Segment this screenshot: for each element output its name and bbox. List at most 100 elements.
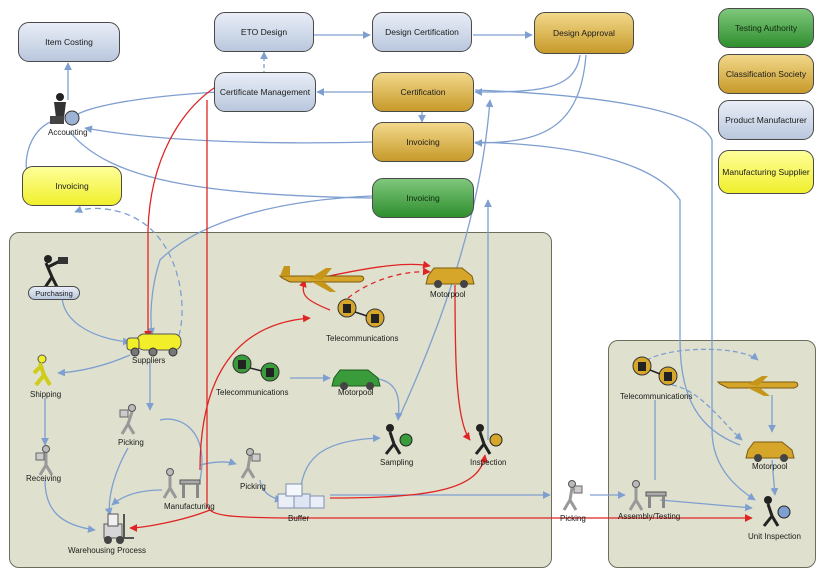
boxes-icon: [277, 483, 325, 509]
receiving-label: Receiving: [26, 474, 62, 483]
item-costing-box: Item Costing: [18, 22, 120, 62]
invoicing-gold-box: Invoicing: [372, 122, 474, 162]
box-label: Design Approval: [553, 28, 615, 38]
invoicing-green-box: Invoicing: [372, 178, 474, 218]
car-icon: [425, 267, 475, 288]
purchasing-label: Purchasing: [28, 286, 80, 300]
flow-manufacturing-to-warehouse: [111, 489, 163, 506]
legend-classification-society: Classification Society: [718, 54, 814, 94]
assembler-icon: [628, 480, 667, 511]
buffer-label: Buffer: [288, 514, 310, 523]
airplane-icon: [278, 266, 365, 292]
picker-icon: [562, 480, 583, 511]
flow-certmgmt-to-accounting: [72, 91, 218, 119]
telecom-green-label: Telecommunications: [216, 388, 289, 397]
flow-telecom-to-airplane: [639, 348, 759, 366]
telecom-gold-label: Telecommunications: [326, 334, 399, 343]
red-flows: [129, 85, 753, 532]
flow-purchasing-to-suppliers: [61, 294, 131, 346]
unit-inspection-label: Unit Inspection: [748, 532, 801, 541]
sampling-label: Sampling: [380, 458, 414, 467]
flow-invoicing-to-motorpool: [474, 141, 741, 446]
inspector-icon: [474, 424, 503, 455]
picking-left-label: Picking: [118, 438, 144, 447]
flow-manufacturing-loop: [159, 418, 203, 481]
box-label: ETO Design: [240, 27, 288, 37]
flow-suppliers-to-shipping: [57, 354, 131, 377]
flow-approval-to-invoicing: [474, 54, 587, 147]
telephone-icon: [232, 354, 280, 382]
box-label: Design Certification: [385, 27, 459, 37]
legend-label: Testing Authority: [734, 23, 798, 33]
node-label: Purchasing: [35, 288, 73, 298]
flow-to-warehouse: [129, 509, 211, 532]
flow-accounting-to-green-invoicing: [69, 131, 373, 199]
certificate-management-box: Certificate Management: [214, 72, 316, 112]
picker-icon: [119, 404, 136, 435]
legend-label: Manufacturing Supplier: [722, 167, 810, 177]
flow-telecom-to-motorpool-gold: [347, 267, 431, 299]
flow-certmgmt-to-unit-inspection: [206, 100, 753, 522]
car-icon: [745, 441, 795, 462]
box-label: Invoicing: [406, 193, 440, 203]
flow-approval-to-certification: [474, 54, 581, 96]
box-label: Item Costing: [45, 37, 93, 47]
box-label: Certificate Management: [219, 87, 311, 97]
box-label: Invoicing: [406, 137, 440, 147]
flow-picking-to-warehouse: [104, 447, 129, 516]
picker-icon: [240, 448, 261, 479]
flow-motorpool-to-inspection: [454, 284, 471, 441]
flow-buffer-to-sampling: [299, 434, 381, 501]
box-label: Certification: [400, 87, 446, 97]
picking-right-label: Picking: [560, 514, 586, 523]
inspector-icon: [384, 424, 413, 455]
picking-mid-label: Picking: [240, 482, 266, 491]
suppliers-label: Suppliers: [132, 356, 166, 365]
accounting-label: Accounting: [48, 128, 88, 137]
manufacturing-label: Manufacturing: [164, 502, 215, 511]
car-icon: [331, 369, 381, 390]
legend-label: Product Manufacturer: [725, 115, 807, 125]
flow-telecom-to-airplane: [299, 279, 331, 311]
flow-motorpool-to-unit-inspection: [770, 459, 779, 496]
flow-manufacturing-to-telecom: [199, 314, 311, 471]
flow-invoicing-to-accounting: [84, 125, 373, 144]
assembly-testing-label: Assembly/Testing: [618, 512, 681, 521]
motorpool-green-label: Motorpool: [338, 388, 374, 397]
flow-buffer-to-inspection: [329, 454, 488, 499]
legend-manufacturing-supplier: Manufacturing Supplier: [718, 150, 814, 194]
inspector-icon: [762, 496, 791, 527]
manufacturing-site-panel: [9, 232, 552, 568]
telephone-icon: [632, 356, 678, 386]
invoicing-yellow-box: Invoicing: [22, 166, 122, 206]
warehousing-label: Warehousing Process: [68, 546, 146, 555]
flow-certification-to-unit-inspection: [474, 89, 756, 501]
flow-airplane-to-motorpool: [319, 260, 431, 279]
motorpool-gold-label: Motorpool: [430, 290, 466, 299]
design-approval-box: Design Approval: [534, 12, 634, 54]
purchaser-icon: [42, 255, 68, 290]
assembler-icon: [162, 468, 201, 499]
shipping-label: Shipping: [30, 390, 62, 399]
accountant-icon: [50, 93, 80, 126]
legend-testing-authority: Testing Authority: [718, 8, 814, 48]
design-certification-box: Design Certification: [372, 12, 472, 52]
flow-suppliers-to-yellow-invoicing: [74, 205, 183, 346]
flow-motorpool-to-sampling: [371, 377, 403, 421]
flow-telecom-to-motorpool-right: [671, 384, 743, 441]
shipping-worker-icon: [32, 354, 52, 387]
receiving-worker-icon: [35, 445, 54, 476]
flow-green-invoicing-to-suppliers: [147, 195, 373, 336]
truck-icon: [126, 333, 182, 357]
inspection-label: Inspection: [470, 458, 507, 467]
flow-certmgmt-to-suppliers: [144, 85, 218, 339]
flow-receiving-to-warehouse: [44, 479, 96, 533]
legend-label: Classification Society: [725, 69, 807, 79]
box-label: Invoicing: [55, 181, 89, 191]
forklift-icon: [103, 513, 134, 544]
legend-product-manufacturer: Product Manufacturer: [718, 100, 814, 140]
flow-assembly-to-unit-inspection: [659, 499, 753, 512]
certification-box: Certification: [372, 72, 474, 112]
flow-manufacturing-to-picking: [199, 458, 237, 466]
